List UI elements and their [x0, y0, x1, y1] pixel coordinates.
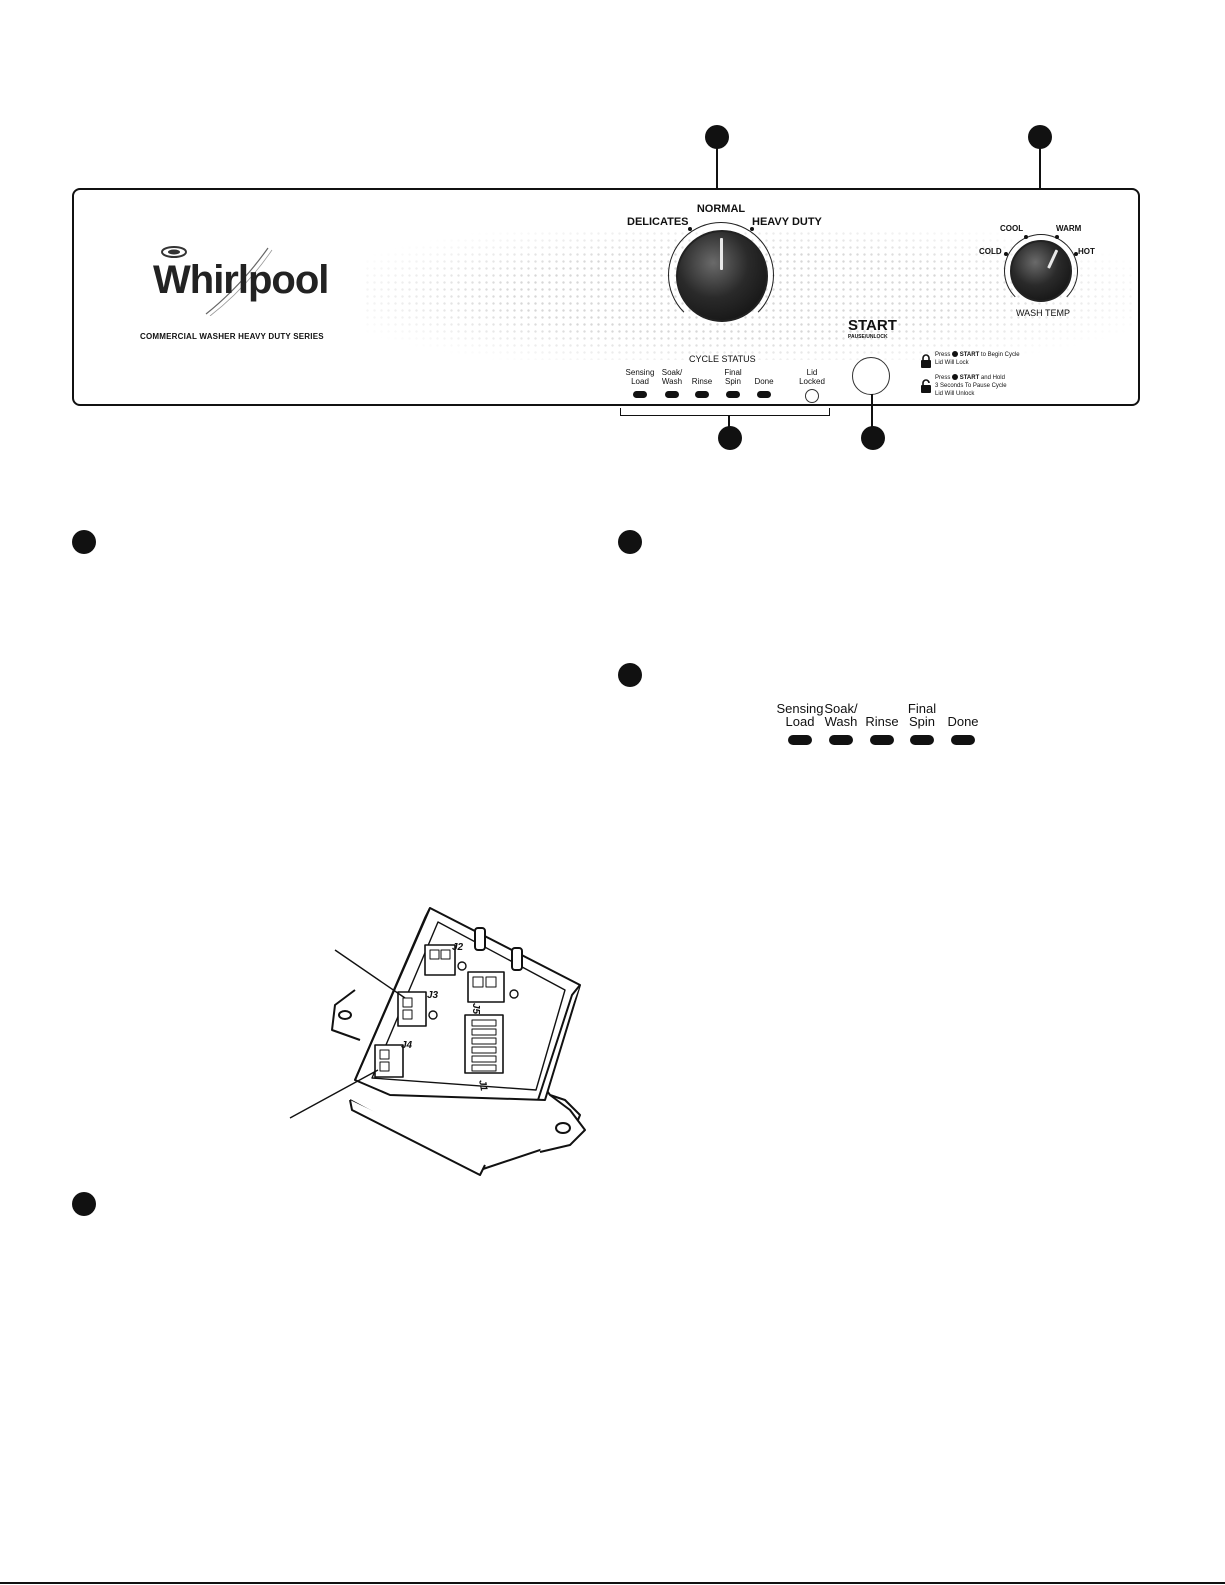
- status-led: [633, 391, 647, 398]
- temp-knob-ring: [1004, 234, 1078, 308]
- status-detail-rinse: Rinse: [854, 702, 910, 745]
- cycle-knob-ring: [668, 222, 774, 328]
- connector-label-j3: J3: [427, 990, 439, 1001]
- series-label: COMMERCIAL WASHER HEAVY DUTY SERIES: [140, 332, 324, 341]
- status-detail-done: Done: [935, 702, 991, 745]
- callout-leader: [1039, 148, 1041, 223]
- status-indicator-done: Done: [746, 368, 782, 398]
- callout-start-button: [861, 426, 885, 450]
- lock-note: Press START to Begin Cycle Lid Will Lock: [935, 351, 1020, 366]
- connector-label-j2: J2: [452, 942, 464, 953]
- status-detail-soak-wash: Soak/ Wash: [813, 702, 869, 745]
- wash-temp-knob[interactable]: [1010, 240, 1072, 302]
- bullet-dot-icon: [952, 374, 959, 380]
- start-label: START: [848, 317, 897, 334]
- section-marker: [618, 663, 642, 687]
- wash-temp-caption: WASH TEMP: [1016, 308, 1071, 318]
- lock-icon: [921, 354, 931, 368]
- knob-pointer: [1047, 249, 1058, 269]
- temp-tick-dot: [1055, 235, 1059, 239]
- status-indicator-final-spin: Final Spin: [715, 368, 751, 398]
- cycle-tick-dot: [750, 227, 754, 231]
- status-led: [870, 735, 894, 745]
- status-detail-sensing: Sensing Load: [772, 702, 828, 745]
- connector-label-j5: J5: [470, 1002, 482, 1015]
- lid-lock-led: [805, 389, 819, 403]
- callout-leader: [871, 394, 873, 428]
- callout-cycle-knob: [705, 125, 729, 149]
- knob-pointer: [720, 238, 723, 270]
- status-bracket: [620, 408, 830, 416]
- temp-tick-dot: [1024, 235, 1028, 239]
- section-marker: [618, 530, 642, 554]
- temp-label-cold: COLD: [979, 247, 1002, 256]
- swirl-icon: [161, 246, 273, 316]
- unlock-note: Press START and Hold 3 Seconds To Pause …: [935, 374, 1007, 397]
- cycle-label-delicates: DELICATES: [627, 216, 689, 228]
- status-led: [726, 391, 740, 398]
- status-detail-final-spin: Final Spin: [894, 702, 950, 745]
- callout-leader: [716, 148, 718, 194]
- temp-label-hot: HOT: [1078, 247, 1095, 256]
- section-marker: [72, 530, 96, 554]
- status-led: [695, 391, 709, 398]
- control-board-illustration: [289, 907, 586, 1176]
- temp-label-warm: WARM: [1056, 224, 1082, 233]
- status-led: [951, 735, 975, 745]
- section-marker: [72, 1192, 96, 1216]
- control-panel: Whirlpool COMMERCIAL WASHER HEAVY DUTY S…: [72, 188, 1140, 406]
- connector-label-j1: J1: [476, 1079, 489, 1092]
- cycle-selector-knob[interactable]: [676, 230, 768, 322]
- status-indicator-rinse: Rinse: [684, 368, 720, 398]
- status-led: [788, 735, 812, 745]
- status-led: [665, 391, 679, 398]
- temp-label-cool: COOL: [1000, 224, 1024, 233]
- page-bottom-rule: [0, 1582, 1225, 1584]
- status-led: [829, 735, 853, 745]
- callout-temp-knob: [1028, 125, 1052, 149]
- unlock-icon: [921, 379, 931, 393]
- start-button[interactable]: [852, 357, 890, 395]
- brand-logo: Whirlpool: [146, 236, 346, 316]
- callout-cycle-status: [718, 426, 742, 450]
- cycle-status-title: CYCLE STATUS: [689, 354, 756, 364]
- start-sublabel: PAUSE/UNLOCK: [848, 334, 888, 340]
- temp-tick-dot: [1074, 252, 1078, 256]
- bullet-dot-icon: [952, 351, 959, 357]
- status-indicator-soak-wash: Soak/ Wash: [654, 368, 690, 398]
- status-led: [757, 391, 771, 398]
- connector-label-j4: J4: [401, 1040, 413, 1051]
- brand-wordmark: Whirlpool: [153, 258, 329, 302]
- cycle-label-heavy-duty: HEAVY DUTY: [752, 216, 822, 228]
- cycle-label-normal: NORMAL: [696, 203, 746, 215]
- temp-tick-dot: [1004, 252, 1008, 256]
- status-indicator-sensing: Sensing Load: [622, 368, 658, 398]
- status-led: [910, 735, 934, 745]
- status-indicator-lid-locked: Lid Locked: [792, 368, 832, 403]
- cycle-tick-dot: [688, 227, 692, 231]
- callout-leader: [728, 415, 730, 429]
